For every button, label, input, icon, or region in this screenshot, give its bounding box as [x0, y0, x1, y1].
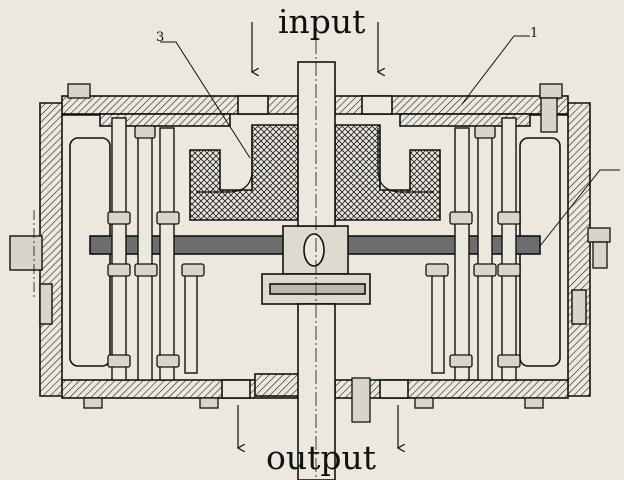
nut: [474, 125, 496, 139]
nut: [449, 354, 473, 368]
part-number-1: 1: [530, 26, 539, 41]
tie-rod: [501, 117, 517, 381]
top-bolt-head: [67, 83, 91, 99]
nut: [497, 211, 521, 225]
flow-channel-right: [377, 128, 434, 193]
inner-rod: [184, 267, 198, 374]
outlet-port-right: [379, 379, 409, 399]
side-bolt-shank: [592, 241, 608, 269]
leader-part-3: [160, 41, 251, 159]
flow-arrows: [238, 22, 398, 448]
shaft: [297, 40, 336, 480]
outlet-port-left: [221, 379, 251, 399]
top-bolt-head: [539, 83, 563, 99]
shaft-upper: [297, 61, 336, 227]
rotor-disk: [89, 225, 541, 305]
nut: [107, 263, 131, 277]
top-cover-right-step: [399, 113, 531, 127]
left-side-plug: [39, 283, 53, 325]
inner-rod: [431, 267, 445, 374]
nut: [156, 354, 180, 368]
foot-nut: [414, 397, 434, 409]
leader-side: [539, 169, 620, 247]
inlet-port-right: [361, 95, 393, 115]
nut: [425, 263, 449, 277]
nut: [497, 354, 521, 368]
tie-rods: [111, 117, 517, 381]
tie-rod: [159, 127, 175, 381]
nut: [107, 211, 131, 225]
nut: [156, 211, 180, 225]
foot-nut: [83, 397, 103, 409]
top-cover: [61, 95, 569, 127]
bolts: [67, 83, 611, 423]
shaft-lower: [297, 303, 336, 480]
nuts: [107, 125, 521, 368]
foot-nut: [199, 397, 219, 409]
bolt-shank: [540, 97, 558, 133]
nut: [107, 354, 131, 368]
bottom-bolt: [351, 377, 371, 423]
part-number-3: 3: [156, 30, 165, 45]
nut: [497, 263, 521, 277]
left-inlet-fitting: [9, 235, 43, 271]
tie-rod: [137, 127, 153, 381]
flow-channel-left: [196, 128, 253, 193]
tie-rod: [454, 127, 470, 381]
key-slot: [303, 233, 325, 267]
leader-part-1: [461, 35, 530, 105]
output-label: output: [266, 438, 377, 477]
leader-lines: [160, 35, 620, 247]
nut: [449, 211, 473, 225]
top-cover-left-step: [99, 113, 231, 127]
foot-nut: [524, 397, 544, 409]
tie-rod: [111, 117, 127, 381]
input-label: input: [278, 2, 366, 41]
hub-clamp: [269, 283, 366, 295]
side-fittings: [9, 210, 587, 325]
nut: [134, 263, 158, 277]
inlet-port-left: [237, 95, 269, 115]
nut: [473, 263, 497, 277]
nut: [181, 263, 205, 277]
nut: [134, 125, 156, 139]
right-side-plug: [571, 289, 587, 325]
tie-rod: [477, 127, 493, 381]
side-bolt: [587, 227, 611, 243]
